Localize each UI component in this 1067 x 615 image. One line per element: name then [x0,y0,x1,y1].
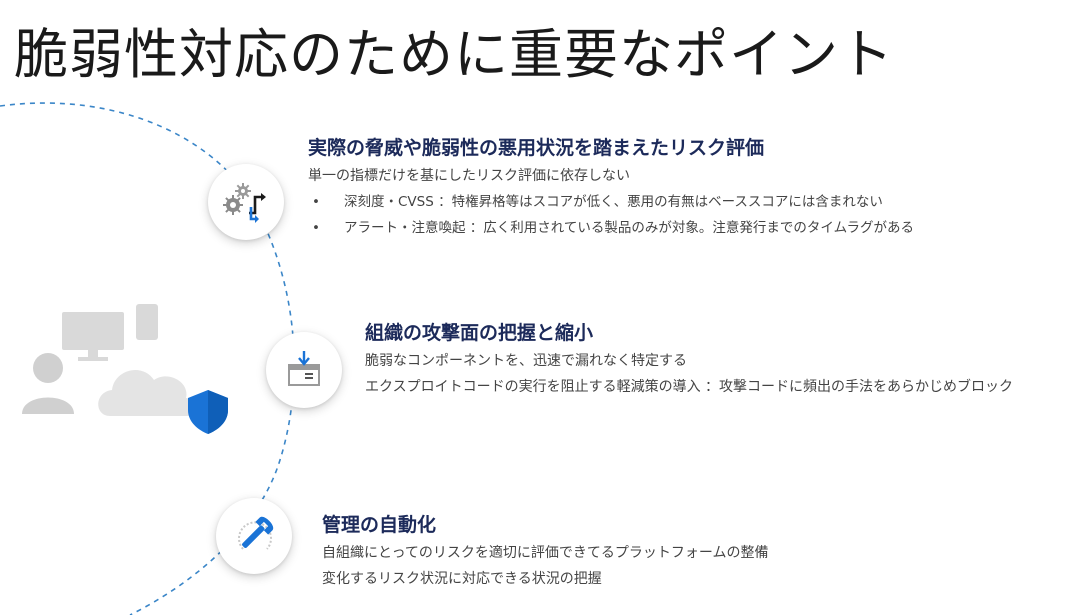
person-icon [33,353,63,383]
point-subtitle: 単一の指標だけを基にしたリスク評価に依存しない [308,168,630,184]
wrench-gauge-icon [238,516,274,550]
monitor-icon [62,312,124,350]
point-attack-surface: 組織の攻撃面の把握と縮小 脆弱なコンポーネントを、迅速で漏れなく特定する エクス… [365,318,1013,404]
wrench-gauge-icon-badge [216,498,292,574]
cloud-icon [98,369,197,416]
bullet-item: • アラート・注意喚起 ：広く利用されている製品のみが対象。注意発行までのタイム… [308,219,914,237]
phone-icon [136,304,158,340]
point-automation: 管理の自動化 自組織にとってのリスクを適切に評価できてるプラットフォームの整備 … [322,510,768,596]
point-line: エクスプロイトコードの実行を阻止する軽減策の導入 ：攻撃コードに頻出の手法をあら… [365,379,1014,395]
gears-arrows-icon [223,183,266,223]
point-line: 脆弱なコンポーネントを、迅速で漏れなく特定する [365,353,687,369]
bullet-text: 深刻度・CVSS ：特権昇格等はスコアが低く、悪用の有無はベーススコアには含まれ… [344,194,883,210]
point-heading: 管理の自動化 [322,514,437,536]
point-line: 変化するリスク状況に対応できる状況の把握 [322,571,602,587]
download-box-icon-badge [266,332,342,408]
bullet-item: • 深刻度・CVSS ：特権昇格等はスコアが低く、悪用の有無はベーススコアには含… [308,193,914,211]
bullet-dot: • [312,194,320,210]
bullet-dot: • [312,220,320,236]
download-box-icon [288,351,320,386]
point-heading: 実際の脅威や脆弱性の悪用状況を踏まえたリスク評価 [308,137,765,159]
bullet-text: アラート・注意喚起 ：広く利用されている製品のみが対象。注意発行までのタイムラグ… [344,220,914,236]
point-line: 自組織にとってのリスクを適切に評価できてるプラットフォームの整備 [322,545,769,561]
bullet-list: • 深刻度・CVSS ：特権昇格等はスコアが低く、悪用の有無はベーススコアには含… [308,193,914,237]
point-heading: 組織の攻撃面の把握と縮小 [365,322,594,344]
point-risk-evaluation: 実際の脅威や脆弱性の悪用状況を踏まえたリスク評価 単一の指標だけを基にしたリスク… [308,133,914,245]
gears-arrows-icon-badge [208,164,284,240]
security-illustration [22,304,228,434]
slide-title: 脆弱性対応のために重要なポイント [14,23,894,86]
